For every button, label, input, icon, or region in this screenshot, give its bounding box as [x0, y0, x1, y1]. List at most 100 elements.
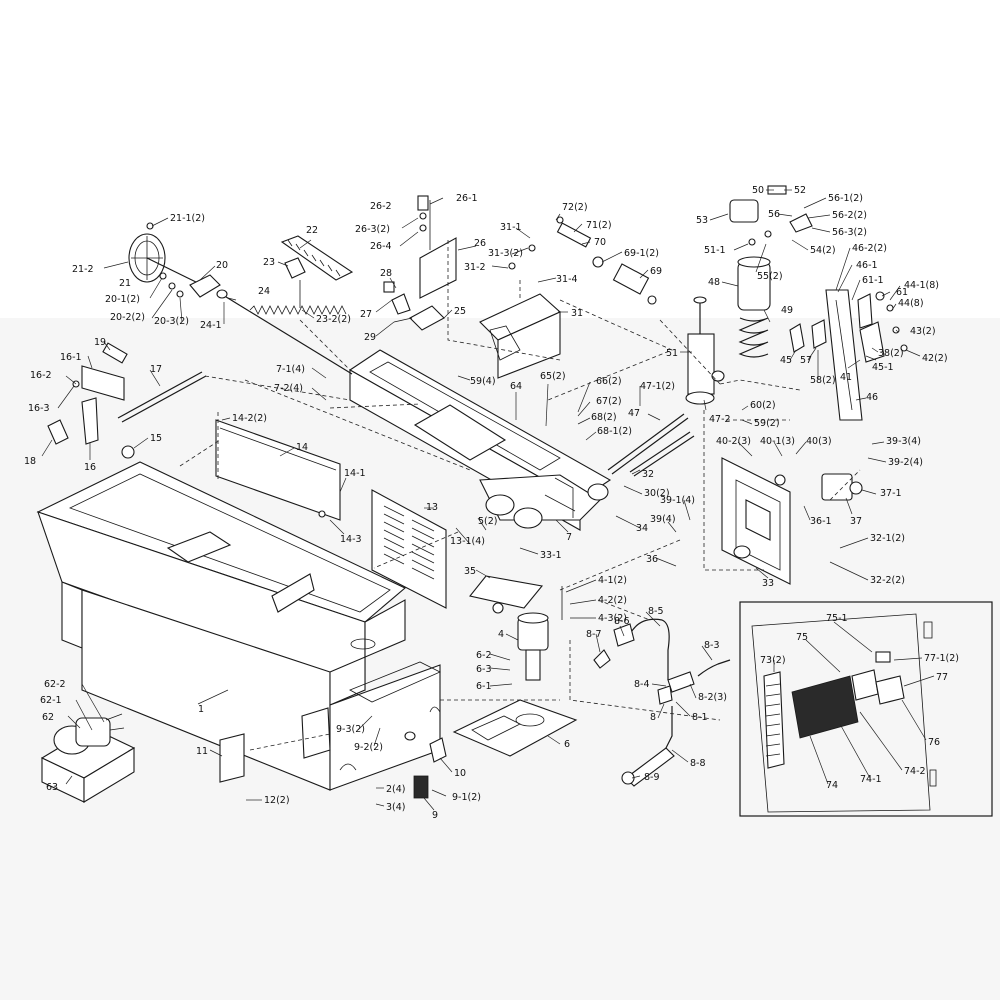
- switch-box: [821, 473, 863, 501]
- callout-56-3: 56-3(2): [832, 227, 867, 238]
- callout-20: 20: [216, 260, 228, 271]
- callout-63: 63: [46, 782, 58, 793]
- callout-14-1: 14-1: [344, 468, 366, 479]
- callout-16-2: 16-2: [30, 370, 52, 381]
- callout-26: 26: [474, 238, 486, 249]
- callout-54: 54(2): [810, 245, 836, 256]
- callout-65: 65(2): [540, 371, 566, 382]
- callout-25: 25: [454, 306, 466, 317]
- callout-26-4: 26-4: [370, 241, 392, 252]
- callout-39-1: 39-1(4): [660, 495, 695, 506]
- callout-32-2: 32-2(2): [870, 575, 905, 586]
- callout-33: 33: [762, 578, 774, 589]
- callout-62-1: 62-1: [40, 695, 62, 706]
- callout-44-1: 44-1(8): [904, 280, 939, 291]
- clamp-assembly: [383, 281, 445, 331]
- callout-21: 21: [119, 278, 131, 289]
- callout-6-2: 6-2: [476, 650, 492, 661]
- callout-68-1: 68-1(2): [597, 426, 632, 437]
- callout-59: 59(4): [470, 376, 496, 387]
- callout-36: 36: [646, 554, 658, 565]
- callout-39: 39(4): [650, 514, 676, 525]
- callout-5: 5(2): [478, 516, 498, 527]
- callout-44: 44(8): [898, 298, 924, 309]
- callout-8-3: 8-3: [704, 640, 720, 651]
- guide-blocks: [789, 319, 827, 353]
- lead-screw: [216, 289, 353, 375]
- callout-40: 40(3): [806, 436, 832, 447]
- callout-28: 28: [380, 268, 392, 279]
- callout-50: 50: [752, 185, 764, 196]
- callout-64: 64: [510, 381, 522, 392]
- coolant-plumbing: [593, 618, 731, 787]
- back-panel: [215, 419, 341, 521]
- callout-14-3: 14-3: [340, 534, 362, 545]
- guide-lines: [179, 240, 861, 751]
- left-bracket: [47, 342, 135, 459]
- callout-62-2: 62-2: [44, 679, 66, 690]
- callout-48: 48: [708, 277, 720, 288]
- callout-7-1: 7-1(4): [276, 364, 305, 375]
- callout-59-2: 59(2): [754, 418, 780, 429]
- callout-62: 62: [42, 712, 54, 723]
- callout-47-2: 47-2: [709, 414, 731, 425]
- callout-69-1: 69-1(2): [624, 248, 659, 259]
- callout-23: 23: [263, 257, 275, 268]
- callout-74: 74: [826, 780, 838, 791]
- callout-46-2: 46-2(2): [852, 243, 887, 254]
- callout-75: 75: [796, 632, 808, 643]
- callout-6-3: 6-3: [476, 664, 492, 675]
- callout-31-3: 31-3(2): [488, 248, 523, 259]
- callout-38: 38(2): [878, 348, 904, 359]
- callout-31-2: 31-2: [464, 262, 486, 273]
- callout-39-2: 39-2(4): [888, 457, 923, 468]
- callout-21-2: 21-2: [72, 264, 94, 275]
- bracket: [479, 244, 561, 379]
- callout-76: 76: [928, 737, 940, 748]
- callout-20-3: 20-3(2): [154, 316, 189, 327]
- callout-8-2: 8-2(3): [698, 692, 727, 703]
- callout-53: 53: [696, 215, 708, 226]
- callout-9-2: 9-2(2): [354, 742, 383, 753]
- callout-57: 57: [800, 355, 812, 366]
- callout-8-1: 8-1: [692, 712, 708, 723]
- callout-6-1: 6-1: [476, 681, 492, 692]
- callout-34: 34: [636, 523, 648, 534]
- vise-base: [721, 457, 791, 585]
- callout-31-1: 31-1: [500, 222, 522, 233]
- callout-21-1: 21-1(2): [170, 213, 205, 224]
- callout-45: 45: [780, 355, 792, 366]
- rods: [117, 371, 695, 477]
- callout-2: 2(4): [386, 784, 406, 795]
- callout-51: 51: [666, 348, 678, 359]
- callout-32: 32: [642, 469, 654, 480]
- callout-11: 11: [196, 746, 208, 757]
- callout-70: 70: [594, 237, 606, 248]
- base-cabinet: [36, 461, 441, 791]
- callout-68: 68(2): [591, 412, 617, 423]
- callout-47: 47: [628, 408, 640, 419]
- coolant-pump: [517, 586, 563, 681]
- saw-frame: [348, 349, 612, 531]
- callout-20-1: 20-1(2): [105, 294, 140, 305]
- callout-72: 72(2): [562, 202, 588, 213]
- callout-61: 61: [896, 287, 908, 298]
- callout-41: 41: [840, 372, 852, 383]
- callout-30: 30(2): [644, 488, 670, 499]
- handwheel: [128, 222, 201, 285]
- callout-51-1: 51-1: [704, 245, 726, 256]
- callout-69: 69: [650, 266, 662, 277]
- callout-16-1: 16-1: [60, 352, 82, 363]
- callout-8-7: 8-7: [586, 629, 602, 640]
- callout-8-9: 8-9: [644, 772, 660, 783]
- vent-grille: [371, 489, 447, 609]
- callout-19: 19: [94, 337, 106, 348]
- callout-4-3: 4-3(2): [598, 613, 627, 624]
- callout-16: 16: [84, 462, 96, 473]
- callout-46-1: 46-1: [856, 260, 878, 271]
- callout-14: 14: [296, 442, 308, 453]
- callout-12: 12(2): [264, 795, 290, 806]
- callout-13: 13: [426, 502, 438, 513]
